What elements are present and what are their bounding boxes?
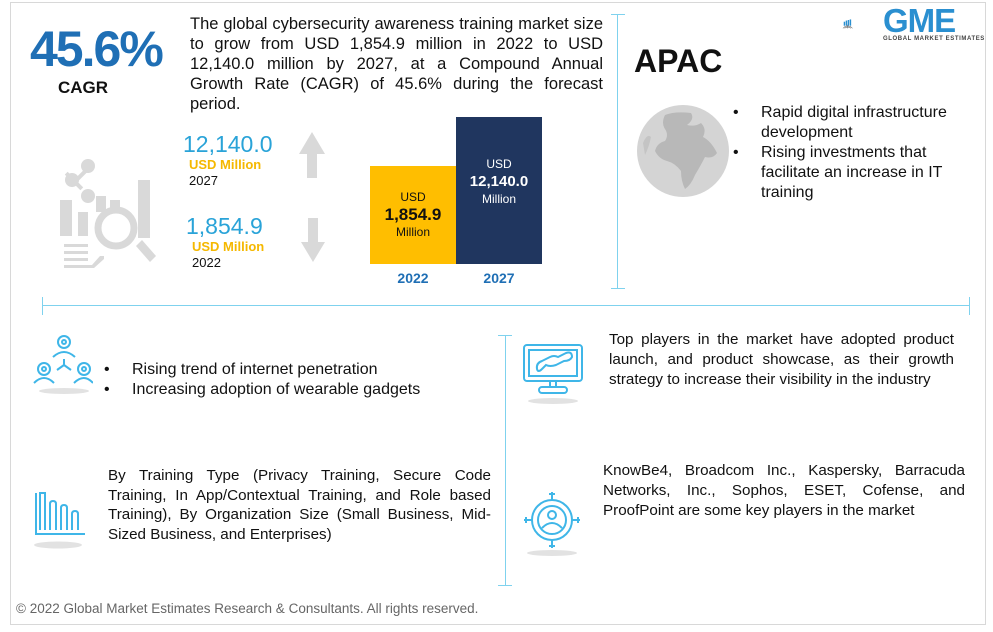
- divider-cap: [611, 288, 625, 289]
- cagr-label: CAGR: [58, 78, 109, 97]
- divider-horizontal: [42, 305, 970, 306]
- region-bullet: Rising investments that facilitate an in…: [733, 143, 973, 203]
- people-network-icon: [33, 335, 93, 394]
- stat-unit: USD Million: [189, 157, 262, 172]
- stat-unit: USD Million: [192, 239, 265, 254]
- stat-value: 12,140.0: [183, 131, 273, 157]
- cagr-value: 45.6%: [30, 21, 164, 77]
- globe-icon: [637, 105, 729, 197]
- driver-bullets: Rising trend of internet penetration Inc…: [104, 360, 484, 400]
- strategy-text: Top players in the market have adopted p…: [609, 331, 954, 388]
- divider-cap: [498, 585, 512, 586]
- bar-chart-icon: [34, 492, 85, 549]
- region-title: APAC: [634, 43, 723, 79]
- region-bullets: Rapid digital infrastructure development…: [733, 103, 973, 203]
- bar-category-2022: 2022: [397, 270, 429, 286]
- arrow-up-icon: [299, 132, 325, 178]
- target-user-icon: [524, 492, 580, 556]
- stat-2027: 12,140.0 USD Million 2027: [183, 131, 273, 189]
- stat-2022: 1,854.9 USD Million 2022: [186, 213, 264, 271]
- divider-cap: [969, 297, 970, 315]
- stat-year: 2027: [189, 173, 218, 188]
- key-players-text: KnowBe4, Broadcom Inc., Kaspersky, Barra…: [603, 462, 965, 519]
- logo-text: GME: [883, 2, 956, 39]
- driver-bullet: Rising trend of internet penetration: [104, 360, 484, 380]
- arrow-down-icon: [301, 218, 325, 262]
- bar-label-top: USD: [400, 190, 426, 204]
- divider-top-vertical: [617, 14, 618, 288]
- analysis-chart-magnifier-icon: [60, 159, 156, 268]
- bar-label-value: 1,854.9: [384, 205, 442, 224]
- bar-label-value: 12,140.0: [469, 173, 529, 190]
- bar-label-top: USD: [486, 157, 512, 171]
- divider-cap: [42, 297, 43, 315]
- segmentation-text: By Training Type (Privacy Training, Secu…: [108, 467, 491, 543]
- bar-2027: USD 12,140.0 Million: [456, 117, 542, 264]
- logo-subtitle: GLOBAL MARKET ESTIMATES: [883, 36, 985, 42]
- driver-bullet: Increasing adoption of wearable gadgets: [104, 380, 484, 400]
- copyright-footer: © 2022 Global Market Estimates Research …: [16, 601, 479, 616]
- region-bullet: Rapid digital infrastructure development: [733, 103, 973, 143]
- gme-logo-icon: [842, 19, 853, 29]
- infographic-frame: [10, 2, 986, 625]
- divider-cap: [611, 14, 625, 15]
- stat-year: 2022: [192, 255, 221, 270]
- bar-label-bottom: Million: [481, 192, 516, 206]
- divider-bottom-vertical: [505, 335, 506, 585]
- bar-category-2027: 2027: [483, 270, 515, 286]
- market-summary-text: The global cybersecurity awareness train…: [190, 15, 603, 113]
- bar-label-bottom: Million: [395, 225, 430, 239]
- bar-2022: USD 1,854.9 Million: [370, 166, 456, 264]
- divider-cap: [498, 335, 512, 336]
- stat-value: 1,854.9: [186, 213, 263, 239]
- monitor-trend-icon: [523, 344, 583, 404]
